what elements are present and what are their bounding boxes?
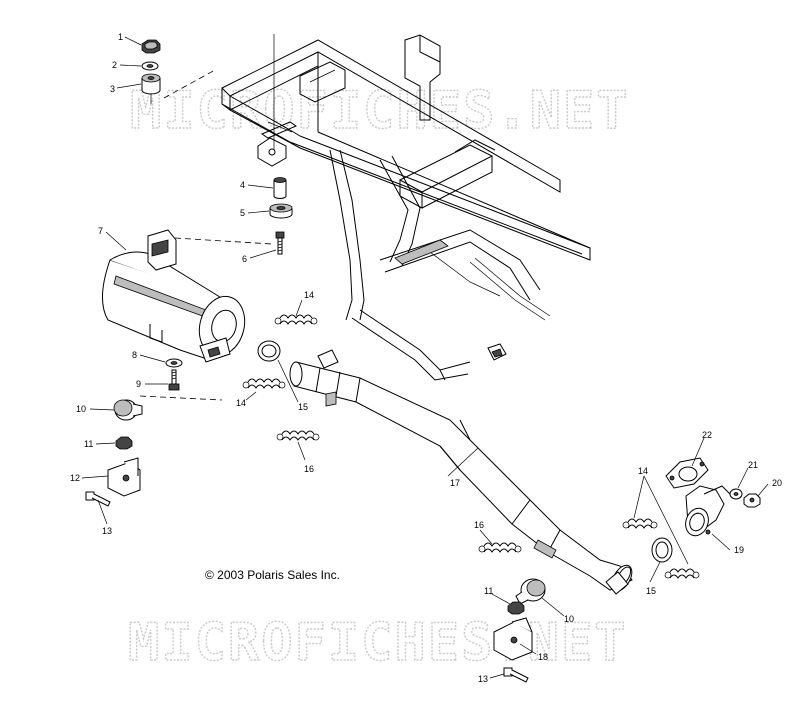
watermark-top: MICROFICHES.NET	[130, 81, 630, 141]
callout-17: 17	[450, 478, 460, 488]
part-17-head-pipe	[289, 349, 633, 595]
part-15-gasket-right	[651, 537, 673, 563]
callout-6: 6	[242, 254, 247, 264]
callout-1: 1	[118, 32, 123, 42]
callout-13-right: 13	[478, 674, 488, 684]
callouts: 1 2 3 4 5 6 7 8 9 10 11 12 13 14 14 15 1…	[70, 32, 782, 684]
part-5-grommet	[269, 203, 293, 219]
callout-13-left: 13	[102, 526, 112, 536]
guide-lower-mount	[139, 395, 223, 401]
callout-9: 9	[136, 379, 141, 389]
part-11-nut-right	[507, 601, 525, 615]
callout-15-right: 15	[646, 586, 656, 596]
part-3-grommet	[141, 73, 161, 104]
callout-14-right: 14	[638, 466, 648, 476]
callout-22: 22	[702, 430, 712, 440]
part-14-spring-lower	[242, 378, 286, 389]
copyright-notice: © 2003 Polaris Sales Inc.	[205, 568, 340, 582]
callout-11-left: 11	[84, 439, 93, 449]
callout-14-upper: 14	[304, 290, 314, 300]
part-14-spring-upper	[274, 314, 318, 325]
callout-10-right: 10	[564, 614, 574, 624]
frame	[221, 34, 591, 381]
guide-muffler-mount	[174, 237, 273, 245]
callout-21: 21	[748, 460, 758, 470]
watermark-bottom: MICROFICHES.NET	[128, 613, 628, 673]
part-10-grommet-left	[113, 399, 143, 421]
part-12-bracket	[107, 457, 141, 497]
part-13-bolt-right	[503, 667, 529, 683]
callout-7: 7	[98, 226, 103, 236]
callout-8: 8	[132, 350, 137, 360]
part-11-nut-left	[115, 436, 133, 450]
part-2-washer	[141, 61, 159, 71]
part-8-washer	[165, 358, 183, 368]
part-20-nut	[743, 493, 761, 508]
callout-15-left: 15	[298, 402, 308, 412]
callout-12: 12	[70, 473, 80, 483]
part-9-bolt	[168, 369, 180, 391]
callout-5: 5	[240, 208, 245, 218]
part-14-spring-right-upper	[622, 518, 658, 529]
callout-16-right: 16	[474, 520, 484, 530]
callout-20: 20	[772, 478, 782, 488]
callout-19: 19	[734, 545, 744, 555]
part-1-nut	[141, 39, 161, 54]
part-19-elbow	[685, 485, 731, 537]
part-4-sleeve	[273, 177, 287, 199]
callout-16-left: 16	[304, 464, 314, 474]
part-7-muffler	[102, 229, 246, 363]
part-14-spring-right-lower	[664, 568, 700, 579]
part-21-washer	[729, 488, 743, 500]
callout-2: 2	[112, 60, 117, 70]
part-10-grommet-right	[515, 578, 546, 605]
callout-18: 18	[538, 652, 548, 662]
part-16-spring-left	[276, 430, 320, 441]
part-15-gasket-left	[257, 340, 281, 362]
part-22-gasket	[665, 457, 709, 489]
callout-11-right: 11	[484, 586, 493, 596]
part-6-bolt	[275, 231, 285, 255]
callout-4: 4	[240, 180, 245, 190]
leader-lines	[81, 36, 769, 679]
part-18-bracket	[493, 617, 533, 661]
callout-10-left: 10	[76, 404, 86, 414]
part-13-bolt-left	[85, 491, 111, 507]
callout-14-lower: 14	[236, 398, 246, 408]
callout-3: 3	[110, 84, 115, 94]
part-16-spring-right	[478, 542, 522, 553]
